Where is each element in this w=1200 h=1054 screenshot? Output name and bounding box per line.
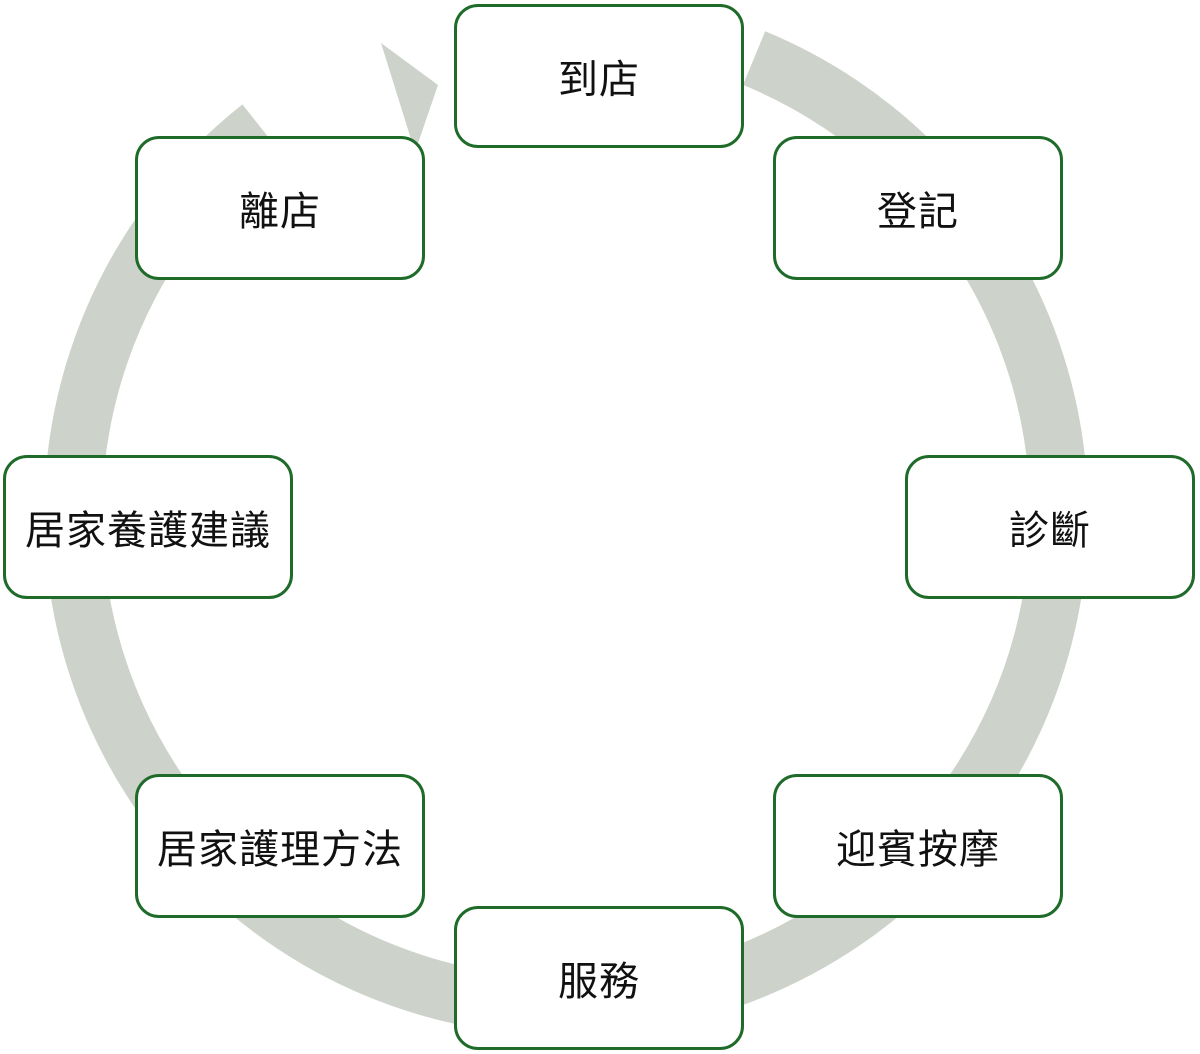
step-home-care-method-label: 居家護理方法 [157,827,403,873]
step-home-care-method: 居家護理方法 [135,774,425,918]
step-diagnose-label: 診斷 [1009,508,1091,554]
step-welcome-massage-label: 迎賓按摩 [836,827,1000,873]
step-home-care-advice: 居家養護建議 [3,455,293,599]
step-service: 服務 [454,906,744,1050]
step-home-care-advice-label: 居家養護建議 [25,508,271,554]
step-leave: 離店 [135,136,425,280]
step-register: 登記 [773,136,1063,280]
step-leave-label: 離店 [239,189,321,235]
step-register-label: 登記 [877,189,959,235]
step-arrive: 到店 [454,4,744,148]
step-welcome-massage: 迎賓按摩 [773,774,1063,918]
step-service-label: 服務 [558,959,640,1005]
step-arrive-label: 到店 [558,57,640,103]
cycle-arrow-head [381,43,438,152]
step-diagnose: 診斷 [905,455,1195,599]
